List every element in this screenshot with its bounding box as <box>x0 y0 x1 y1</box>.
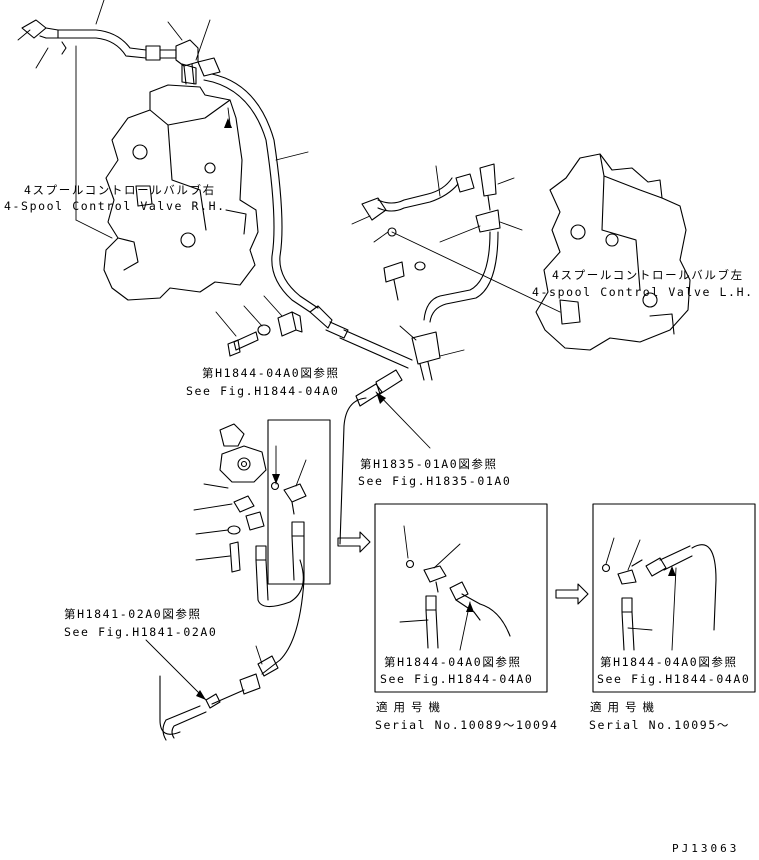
leader-arrowheads <box>196 118 676 700</box>
valve-rh-label-en: 4-Spool Control Valve R.H. <box>4 199 226 213</box>
ref-h1844-b-en: See Fig.H1844-04A0 <box>380 672 534 686</box>
ref-h1835-en: See Fig.H1835-01A0 <box>358 474 512 488</box>
serial-b-label-jp: 適用号機 <box>590 700 660 714</box>
ref-h1835-jp: 第H1835-01A0図参照 <box>360 457 498 471</box>
arrow-right-icon <box>555 583 589 605</box>
detail-b-parts <box>601 544 717 651</box>
ref-h1841-en: See Fig.H1841-02A0 <box>64 625 218 639</box>
ref-h1844-b-jp: 第H1844-04A0図参照 <box>384 655 522 669</box>
ref-h1844-a-jp: 第H1844-04A0図参照 <box>202 366 340 380</box>
detail-box-serial-b <box>592 503 756 693</box>
pump-assembly <box>219 419 331 601</box>
valve-rh-label-jp: 4スプールコントロールバルブ右 <box>24 183 216 197</box>
serial-b-label-en: Serial No.10095～ <box>589 718 730 732</box>
leader-lines <box>17 0 677 701</box>
ref-h1841-jp: 第H1841-02A0図参照 <box>64 607 202 621</box>
ref-h1844-c-en: See Fig.H1844-04A0 <box>597 672 751 686</box>
clamp-assembly-mid <box>227 305 413 369</box>
lower-hose <box>159 397 367 741</box>
pipe-main-rh <box>197 57 319 313</box>
fitting-assembly-lh <box>355 163 501 407</box>
arrow-right-icon <box>337 531 371 553</box>
control-valve-lh <box>535 153 691 351</box>
detail-a-parts <box>405 559 511 649</box>
detail-box-serial-a <box>374 503 548 693</box>
valve-lh-label-en: 4-spool Control Valve L.H. <box>532 285 754 299</box>
ref-h1844-a-en: See Fig.H1844-04A0 <box>186 384 340 398</box>
control-valve-rh <box>103 84 259 301</box>
document-code: PJ13063 <box>672 842 740 855</box>
top-hose-assembly <box>21 19 199 85</box>
serial-a-label-jp: 適用号機 <box>376 700 446 714</box>
valve-lh-label-jp: 4スプールコントロールバルブ左 <box>552 268 744 282</box>
serial-a-label-en: Serial No.10089～10094 <box>375 718 559 732</box>
ref-h1844-c-jp: 第H1844-04A0図参照 <box>600 655 738 669</box>
